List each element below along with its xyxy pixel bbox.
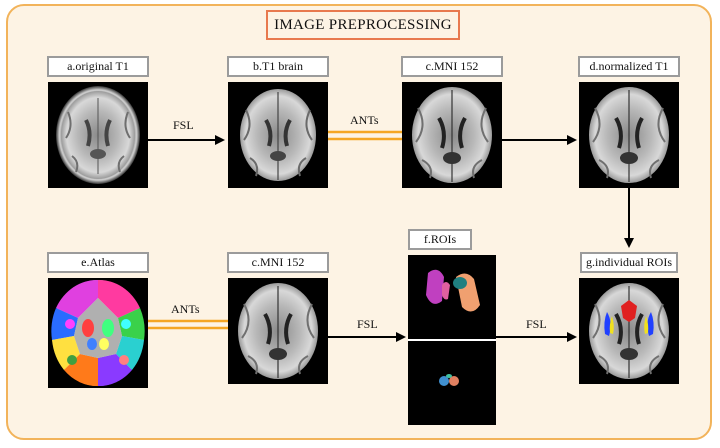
atlas-image	[48, 278, 148, 388]
mni152-bottom-image	[228, 278, 328, 384]
step-label-fsl-f-g: FSL	[526, 317, 547, 331]
label-normalized-t1: d.normalized T1	[578, 56, 680, 77]
rois-image	[408, 255, 496, 425]
step-label-fsl-c-f: FSL	[357, 317, 378, 331]
step-label-fsl-a-b: FSL	[173, 118, 194, 132]
step-label-ants-e-c: ANTs	[171, 302, 200, 316]
original-t1-image	[48, 82, 148, 188]
label-individual-rois: g.individual ROIs	[580, 252, 678, 273]
individual-rois-image	[579, 278, 679, 384]
label-mni152-bottom: c.MNI 152	[227, 252, 329, 273]
mni152-top-image	[402, 82, 502, 188]
step-label-ants-b-c: ANTs	[350, 113, 379, 127]
label-mni152-top: c.MNI 152	[401, 56, 503, 77]
t1-brain-image	[228, 82, 328, 188]
label-rois: f.ROIs	[408, 229, 472, 250]
diagram-title: IMAGE PREPROCESSING	[266, 10, 460, 40]
label-t1-brain: b.T1 brain	[227, 56, 329, 77]
normalized-t1-image	[579, 82, 679, 188]
label-atlas: e.Atlas	[47, 252, 149, 273]
label-original-t1: a.original T1	[47, 56, 149, 77]
